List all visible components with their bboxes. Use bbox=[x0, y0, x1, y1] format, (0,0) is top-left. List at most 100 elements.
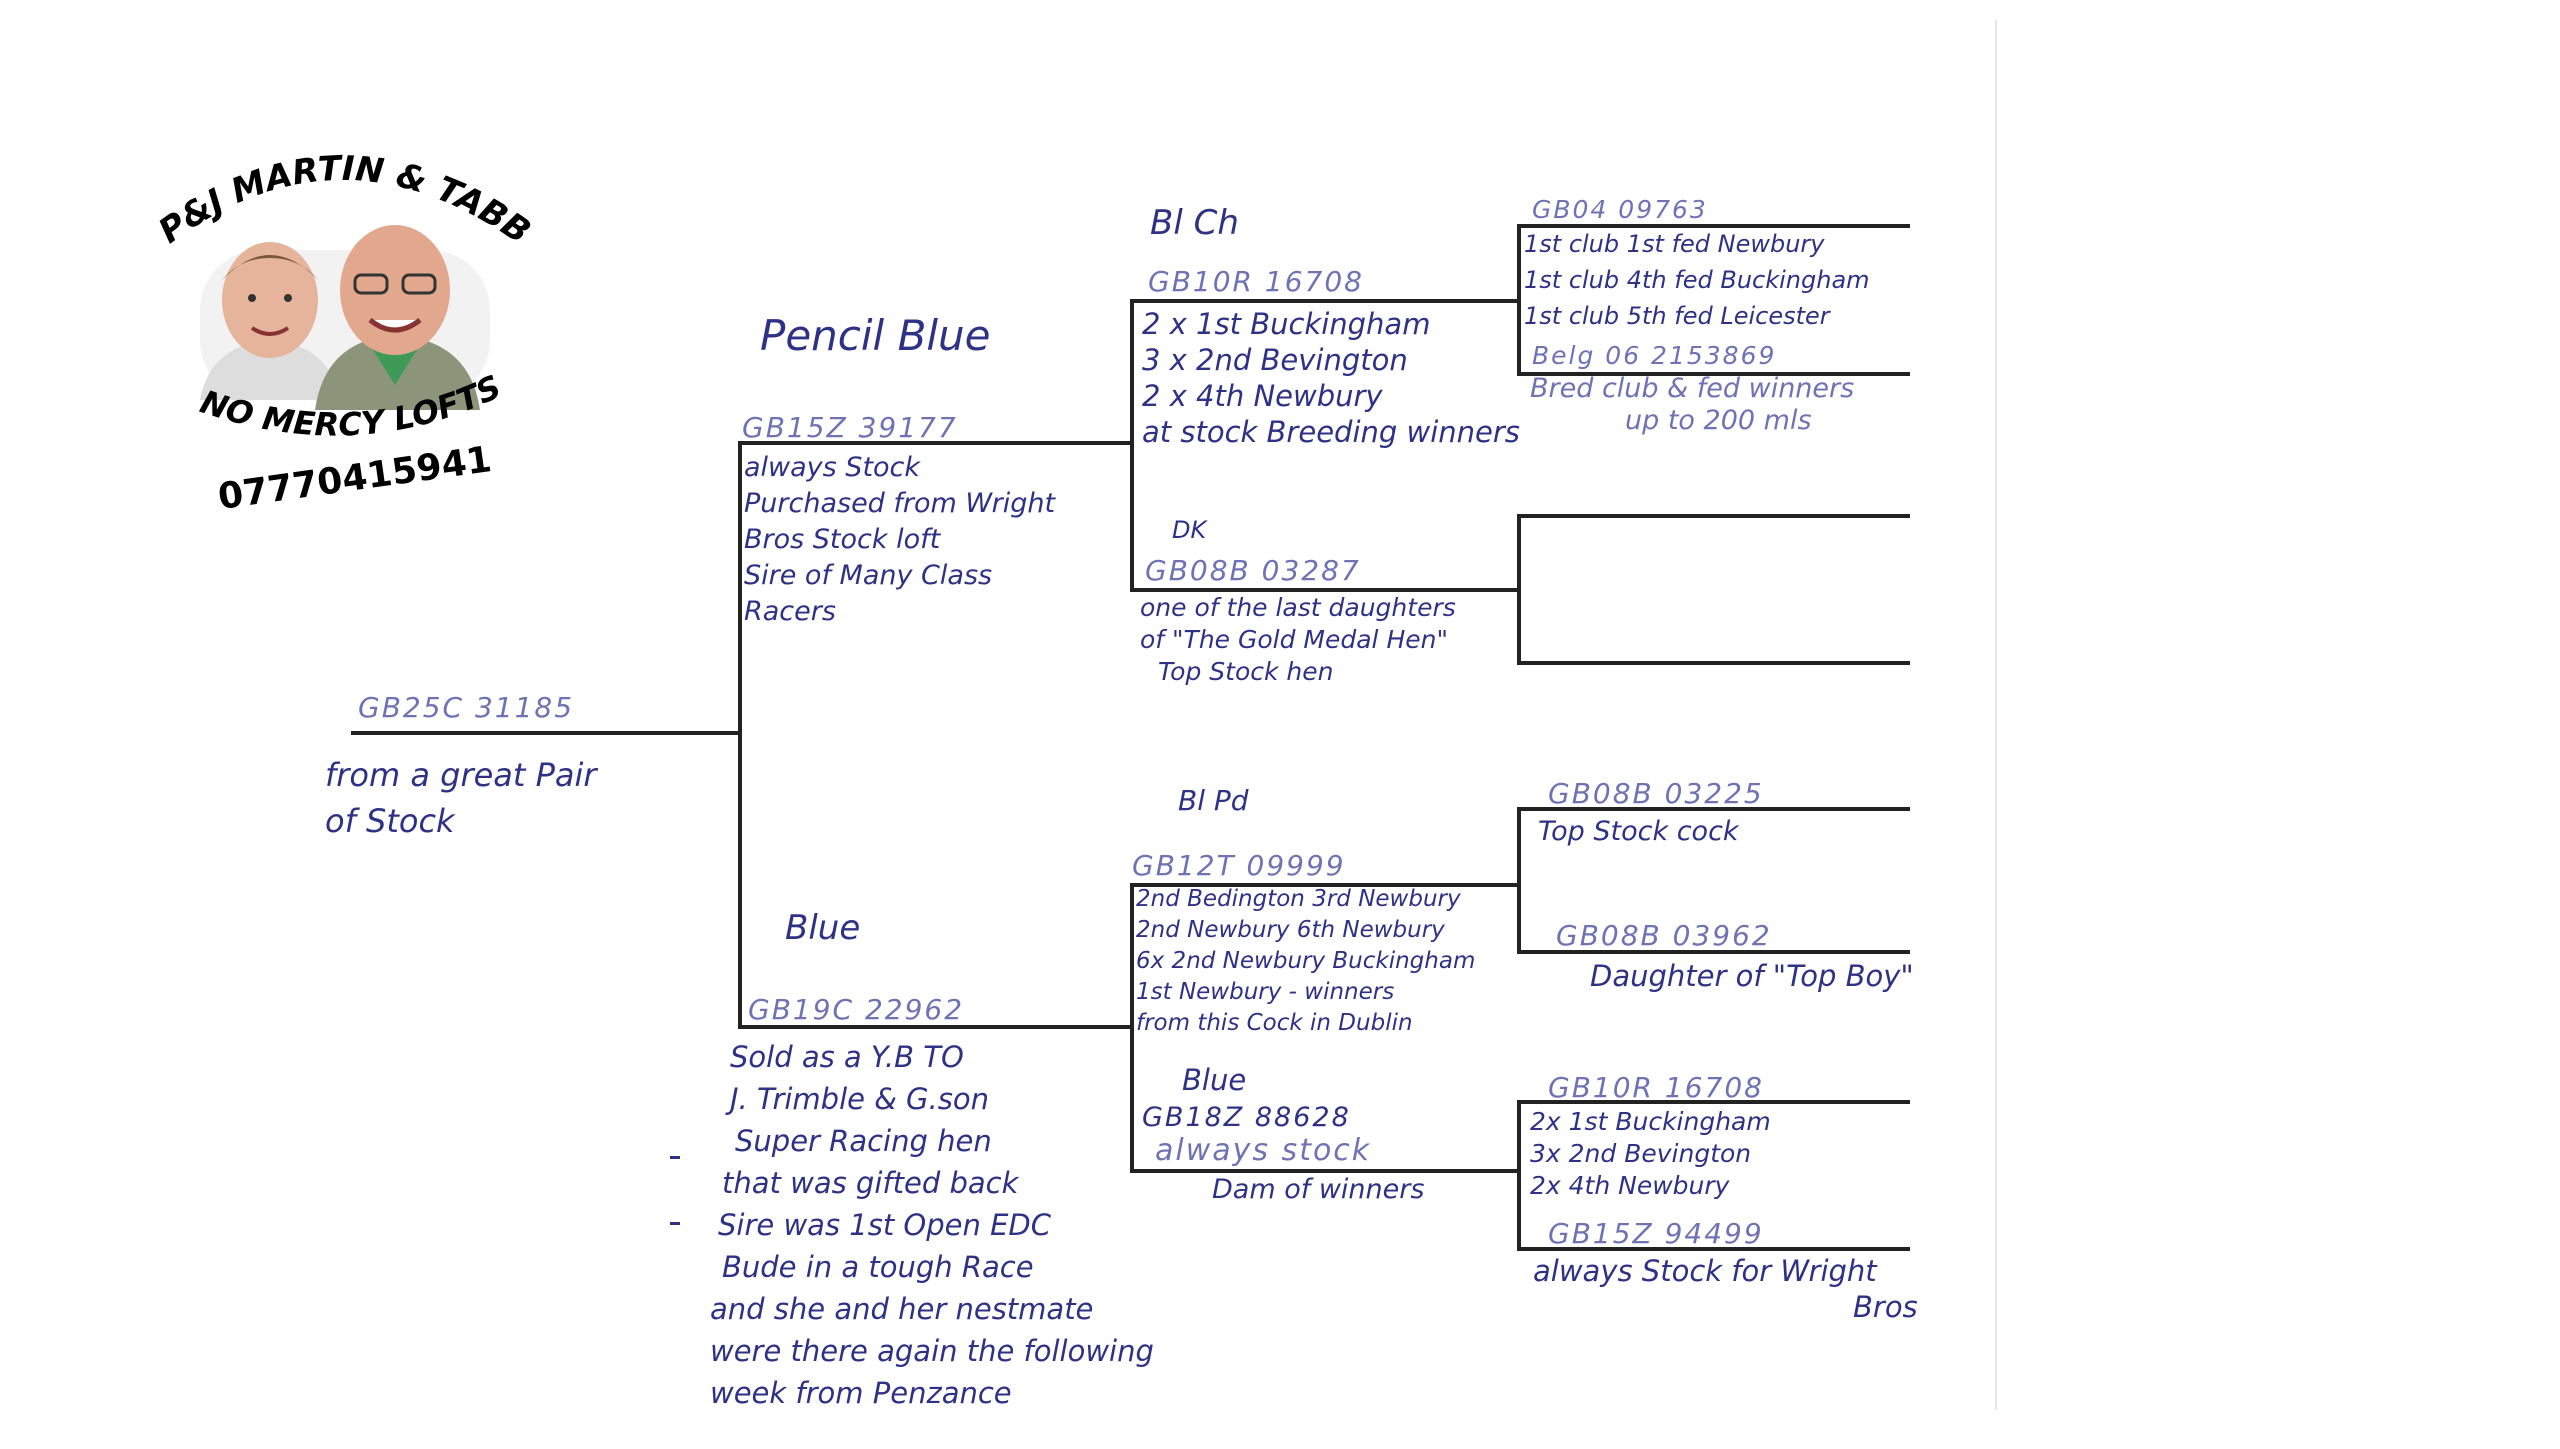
gen2-connector-dam bbox=[1130, 883, 1134, 1173]
ssd-line bbox=[1517, 372, 1910, 376]
note-line: Purchased from Wright bbox=[744, 488, 1056, 519]
sire-color: Pencil Blue bbox=[760, 311, 991, 360]
logo-phone: 07770415941 bbox=[216, 439, 495, 518]
dam-dam-line bbox=[1130, 1169, 1521, 1173]
gen3-connector-1 bbox=[1517, 224, 1521, 376]
note-line: up to 200 mls bbox=[1625, 405, 1812, 436]
sire-ring: GB15Z 39177 bbox=[742, 411, 958, 444]
ddd-line bbox=[1517, 1247, 1910, 1251]
note-line: Sire of Many Class bbox=[744, 560, 993, 591]
note-line: week from Penzance bbox=[710, 1376, 1012, 1410]
dam-color: Blue bbox=[785, 908, 861, 948]
note-line: 1st Newbury - winners bbox=[1136, 979, 1395, 1005]
dds-ring: GB10R 16708 bbox=[1548, 1071, 1764, 1104]
note-line: from a great Pair bbox=[325, 756, 597, 794]
sss-notes: 1st club 1st fed Newbury 1st club 4th fe… bbox=[1524, 226, 1870, 334]
bullet-dash bbox=[670, 1222, 680, 1225]
gen3-connector-4 bbox=[1517, 1100, 1521, 1251]
note-line: 6x 2nd Newbury Buckingham bbox=[1136, 948, 1476, 974]
note-line: Top Stock hen bbox=[1158, 657, 1334, 686]
person-left-icon bbox=[200, 242, 340, 400]
sire-notes: always Stock Purchased from Wright Bros … bbox=[744, 450, 1055, 630]
note-line: one of the last daughters bbox=[1140, 593, 1456, 622]
note-line: Bred club & fed winners bbox=[1530, 373, 1855, 404]
sss-line bbox=[1517, 224, 1910, 228]
sire-dam-notes: one of the last daughters of "The Gold M… bbox=[1140, 592, 1456, 688]
gen1-connector bbox=[738, 441, 742, 1029]
note-line: Racers bbox=[744, 596, 836, 627]
note-line: always Stock for Wright bbox=[1533, 1254, 1877, 1288]
note-line: 2nd Bedington 3rd Newbury bbox=[1136, 886, 1461, 912]
logo: P&J MARTIN & TABB NO MERCY LOFTS 0777041… bbox=[130, 140, 570, 520]
note-line: at stock Breeding winners bbox=[1142, 415, 1520, 449]
logo-top-text: P&J MARTIN & TABB bbox=[152, 149, 538, 253]
note-line: 2x 1st Buckingham bbox=[1530, 1107, 1771, 1136]
ddd-ring: GB15Z 94499 bbox=[1548, 1217, 1764, 1250]
dds-line bbox=[1517, 1100, 1910, 1104]
sire-dam-ring: GB08B 03287 bbox=[1145, 554, 1361, 587]
note-line: 2x 4th Newbury bbox=[1530, 1171, 1730, 1200]
svg-text:P&J MARTIN & TABB: P&J MARTIN & TABB bbox=[152, 149, 538, 253]
note-line: of "The Gold Medal Hen" bbox=[1140, 625, 1448, 654]
dsd-line bbox=[1517, 950, 1910, 954]
note-line: were there again the following bbox=[710, 1334, 1154, 1368]
dam-sire-line bbox=[1130, 883, 1521, 887]
subject-notes: from a great Pair of Stock bbox=[325, 752, 597, 844]
note-line: 1st club 4th fed Buckingham bbox=[1524, 266, 1870, 294]
sire-line bbox=[738, 441, 1134, 445]
sire-sire-notes: 2 x 1st Buckingham 3 x 2nd Bevington 2 x… bbox=[1142, 306, 1520, 450]
ssd-notes: Bred club & fed winners up to 200 mls bbox=[1530, 373, 1854, 437]
sire-sire-color: Bl Ch bbox=[1150, 203, 1239, 243]
bullet-dash bbox=[670, 1156, 680, 1159]
dam-dam-color: Blue bbox=[1182, 1063, 1247, 1097]
note-line: 2nd Newbury 6th Newbury bbox=[1136, 917, 1445, 943]
dam-notes: Sold as a Y.B TO J. Trimble & G.son Supe… bbox=[710, 1036, 1154, 1414]
dsd-note: Daughter of "Top Boy" bbox=[1590, 959, 1914, 993]
note-line: from this Cock in Dublin bbox=[1136, 1010, 1413, 1036]
person-right-icon bbox=[315, 225, 480, 410]
note-line: 3 x 2nd Bevington bbox=[1142, 343, 1408, 377]
logo-badge: P&J MARTIN & TABB NO MERCY LOFTS 0777041… bbox=[152, 149, 538, 518]
note-line: Sire was 1st Open EDC bbox=[718, 1208, 1051, 1242]
note-line: and she and her nestmate bbox=[710, 1292, 1094, 1326]
note-line: 1st club 5th fed Leicester bbox=[1524, 302, 1830, 330]
note-line: Bros bbox=[1853, 1290, 1918, 1324]
note-line: 2 x 1st Buckingham bbox=[1142, 307, 1431, 341]
note-line: always Stock bbox=[744, 452, 921, 483]
page-edge bbox=[1995, 20, 1997, 1410]
sire-sire-line bbox=[1130, 299, 1521, 303]
note-line: 3x 2nd Bevington bbox=[1530, 1139, 1752, 1168]
subject-line bbox=[351, 731, 741, 735]
dam-dam-note-below: Dam of winners bbox=[1212, 1174, 1425, 1205]
note-line: 2 x 4th Newbury bbox=[1142, 379, 1383, 413]
note-line: Bros Stock loft bbox=[744, 524, 941, 555]
dam-sire-ring: GB12T 09999 bbox=[1132, 849, 1346, 882]
note-line: 1st club 1st fed Newbury bbox=[1524, 230, 1825, 258]
gen3-connector-3 bbox=[1517, 807, 1521, 954]
gen3-connector-2 bbox=[1517, 514, 1521, 665]
dam-dam-ring: GB18Z 88628 bbox=[1142, 1102, 1351, 1133]
dds-notes: 2x 1st Buckingham 3x 2nd Bevington 2x 4t… bbox=[1530, 1106, 1771, 1202]
dam-sire-notes: 2nd Bedington 3rd Newbury 2nd Newbury 6t… bbox=[1136, 884, 1475, 1039]
dam-line bbox=[738, 1025, 1134, 1029]
note-line: Sold as a Y.B TO bbox=[730, 1040, 964, 1074]
sire-dam-line bbox=[1130, 588, 1521, 592]
note-line: J. Trimble & G.son bbox=[730, 1082, 989, 1116]
ddd-notes: always Stock for Wright Bros bbox=[1533, 1253, 1918, 1325]
dss-ring: GB08B 03225 bbox=[1548, 777, 1764, 810]
dsd-ring: GB08B 03962 bbox=[1556, 919, 1772, 952]
sire-dam-color: DK bbox=[1172, 516, 1207, 544]
ssd-ring: Belg 06 2153869 bbox=[1532, 341, 1777, 370]
note-line: that was gifted back bbox=[722, 1166, 1019, 1200]
subject-ring: GB25C 31185 bbox=[358, 691, 575, 724]
note-line: of Stock bbox=[325, 802, 455, 840]
sdd-line bbox=[1517, 661, 1910, 665]
dam-ring: GB19C 22962 bbox=[748, 993, 965, 1026]
note-line: Bude in a tough Race bbox=[722, 1250, 1034, 1284]
dam-sire-color: Bl Pd bbox=[1178, 784, 1249, 817]
sss-ring: GB04 09763 bbox=[1532, 195, 1708, 224]
sds-line bbox=[1517, 514, 1910, 518]
dss-note: Top Stock cock bbox=[1538, 816, 1739, 847]
note-line: Super Racing hen bbox=[735, 1124, 992, 1158]
gen2-connector-sire bbox=[1130, 299, 1134, 592]
